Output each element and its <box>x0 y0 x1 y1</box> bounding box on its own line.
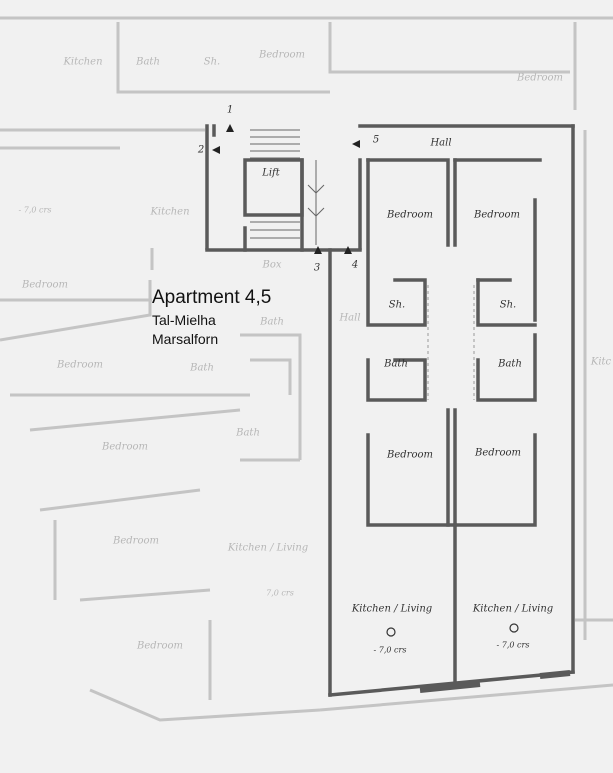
faint-label-bath: Bath <box>260 316 284 328</box>
main-walls <box>205 124 575 697</box>
faint-level-label: 7,0 crs <box>266 588 294 598</box>
room-label-kitchen-living: Kitchen / Living <box>472 603 554 615</box>
faint-label-kitchen-living: Kitchen / Living <box>227 542 309 554</box>
faint-label-box: Box <box>262 259 282 271</box>
faint-label-kitchen-partial: Kitc <box>590 356 612 368</box>
entrance-arrows <box>212 124 360 254</box>
faint-label-bedroom: Bedroom <box>137 640 183 652</box>
entrance-number-1: 1 <box>226 104 234 116</box>
room-label-bedroom: Bedroom <box>475 447 521 459</box>
staircase <box>250 129 325 245</box>
faint-label-bedroom: Bedroom <box>22 279 68 291</box>
room-label-kitchen-living: Kitchen / Living <box>351 603 433 615</box>
faint-level-label: - 7,0 crs <box>18 205 52 215</box>
entrance-number-3: 3 <box>313 262 321 274</box>
room-label-shower: Sh. <box>499 299 517 311</box>
room-label-bath: Bath <box>384 358 408 370</box>
faint-label-bath: Bath <box>190 362 214 374</box>
entrance-number-5: 5 <box>372 134 380 146</box>
room-label-hall: Hall <box>430 137 452 149</box>
level-symbols <box>386 623 519 637</box>
level-label: - 7,0 crs <box>496 640 530 650</box>
faint-label-bedroom: Bedroom <box>517 72 563 84</box>
apartment-title: Apartment 4,5 <box>152 287 272 308</box>
room-label-bedroom: Bedroom <box>474 209 520 221</box>
entrance-number-4: 4 <box>351 259 359 271</box>
room-label-bath: Bath <box>498 358 522 370</box>
room-label-bedroom: Bedroom <box>387 449 433 461</box>
faint-label-bedroom: Bedroom <box>113 535 159 547</box>
faint-label-shower: Sh. <box>203 56 221 68</box>
faint-label-bath: Bath <box>236 427 260 439</box>
window-marks <box>419 670 571 693</box>
locality-label: Tal-Mielha <box>152 312 216 328</box>
faint-walls <box>0 16 613 722</box>
room-label-lift: Lift <box>262 167 280 179</box>
faint-label-kitchen: Kitchen <box>150 206 190 218</box>
corridor-dashes <box>427 285 475 400</box>
faint-label-bedroom: Bedroom <box>57 359 103 371</box>
faint-label-bedroom: Bedroom <box>259 49 305 61</box>
title-block: Apartment 4,5 Tal-Mielha Marsalforn <box>152 287 271 347</box>
faint-label-bath: Bath <box>136 56 160 68</box>
room-label-bedroom: Bedroom <box>387 209 433 221</box>
faint-label-hall: Hall <box>339 312 361 324</box>
town-label: Marsalforn <box>152 331 219 347</box>
entrance-number-2: 2 <box>197 144 205 156</box>
faint-label-kitchen: Kitchen <box>63 56 103 68</box>
level-label: - 7,0 crs <box>373 645 407 655</box>
room-label-shower: Sh. <box>388 299 406 311</box>
faint-label-bedroom: Bedroom <box>102 441 148 453</box>
